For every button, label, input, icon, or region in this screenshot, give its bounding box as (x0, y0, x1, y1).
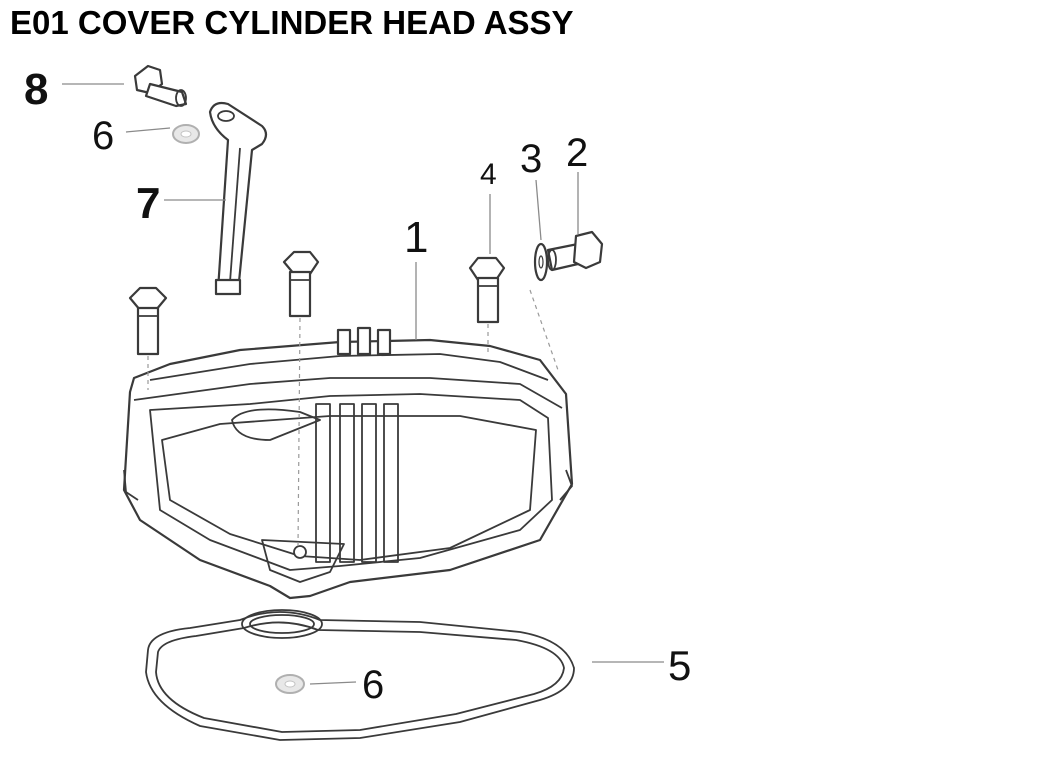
part-8-bolt[interactable] (133, 64, 188, 108)
part-6-washer-top[interactable] (172, 124, 200, 144)
callout-7: 7 (136, 179, 160, 228)
callout-6-top: 6 (92, 114, 114, 158)
callout-4: 4 (480, 158, 497, 191)
part-5-gasket[interactable] (145, 609, 575, 741)
diagram-title: E01 COVER CYLINDER HEAD ASSY (10, 4, 574, 41)
callout-1: 1 (404, 213, 428, 262)
part-6-washer-bottom[interactable] (275, 674, 305, 694)
leader-6-top (125, 127, 171, 133)
part-4-bolt-middle[interactable] (282, 250, 320, 318)
callout-5: 5 (668, 642, 691, 689)
part-2-bolt[interactable] (546, 230, 604, 272)
callout-2: 2 (566, 131, 588, 175)
leader-6-bottom (309, 681, 357, 685)
part-7-breather-pipe[interactable] (208, 101, 268, 296)
axis-bolt-side (529, 289, 559, 371)
part-4-bolt-right[interactable] (468, 256, 506, 324)
callout-8: 8 (24, 65, 48, 114)
part-3-sealing-washer[interactable] (533, 242, 549, 282)
callout-6-bottom: 6 (362, 663, 384, 707)
axis-bolt-middle (297, 317, 301, 549)
callout-3: 3 (520, 137, 542, 181)
leader-3 (535, 179, 542, 241)
part-1-cylinder-head-cover[interactable] (122, 326, 574, 600)
part-4-bolt-left[interactable] (128, 286, 168, 356)
